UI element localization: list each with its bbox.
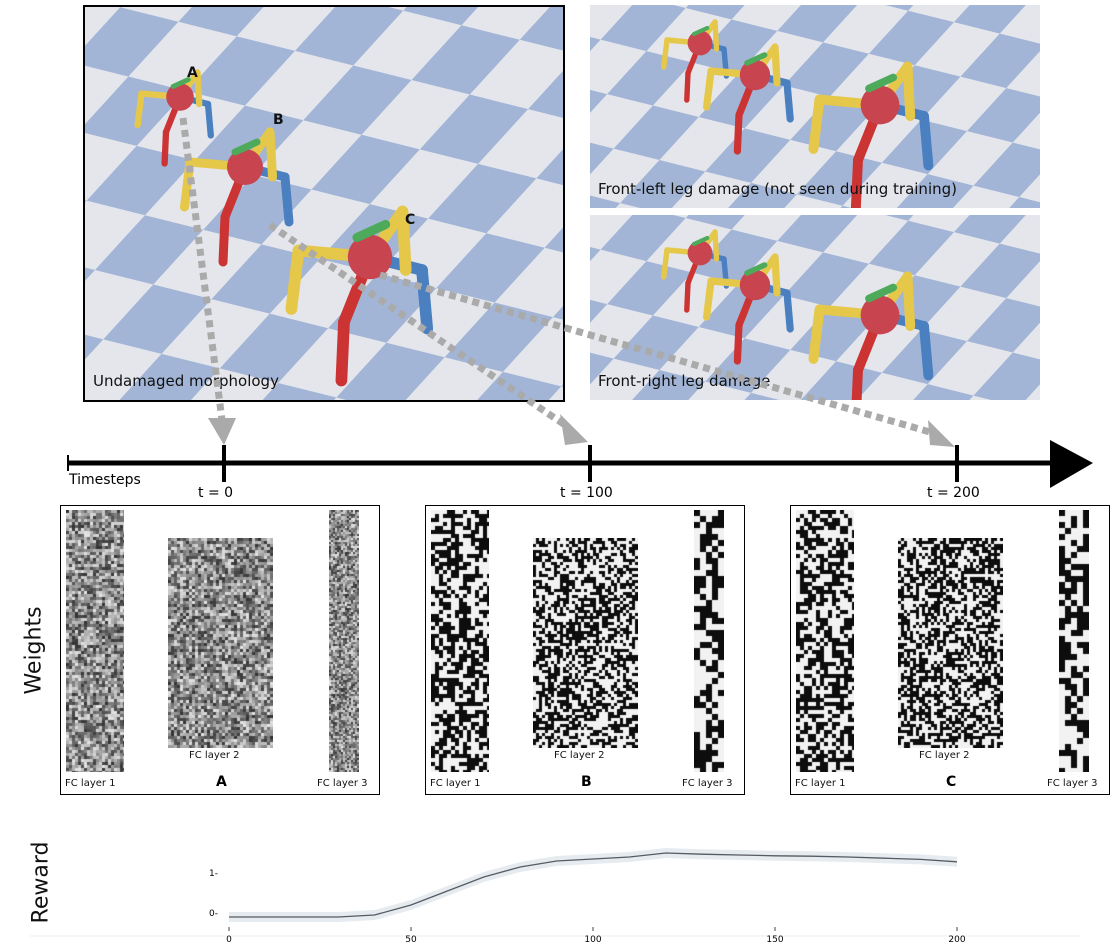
robot-ant-icon xyxy=(180,127,294,267)
tick-label-t100: t = 100 xyxy=(560,485,613,501)
robot-ant-icon xyxy=(660,19,730,103)
panel-letter: B xyxy=(581,774,592,790)
arrow-a-to-t0 xyxy=(179,117,226,421)
weight-matrix-layer-2 xyxy=(533,538,638,748)
scene-front-left-damage: Front-left leg damage (not seen during t… xyxy=(590,5,1040,208)
timeline-arrowhead-icon xyxy=(1050,440,1093,488)
checkerboard-floor xyxy=(85,7,563,400)
layer-2-label: FC layer 2 xyxy=(554,750,605,761)
robot-ant-icon xyxy=(702,43,794,155)
x-tick-label: 150 xyxy=(766,935,783,945)
robot-label-a: A xyxy=(187,65,198,81)
weight-matrix-layer-2 xyxy=(168,538,273,748)
layer-3-label: FC layer 3 xyxy=(682,778,733,789)
tick-label-t0: t = 0 xyxy=(198,485,234,501)
weight-matrix-layer-3 xyxy=(1059,510,1089,772)
scene-label: Front-left leg damage (not seen during t… xyxy=(598,180,957,198)
layer-1-label: FC layer 1 xyxy=(430,778,481,789)
arrowhead-icon xyxy=(560,414,588,445)
weights-panel-c: FC layer 1 FC layer 2 FC layer 3 C xyxy=(790,505,1110,795)
checkerboard-floor xyxy=(590,215,1040,400)
arrowhead-icon xyxy=(928,420,955,447)
layer-1-label: FC layer 1 xyxy=(65,778,116,789)
robot-ant-icon xyxy=(808,61,934,208)
robot-ant-icon xyxy=(660,229,730,313)
scene-label: Undamaged morphology xyxy=(93,372,279,390)
y-tick-label: 0- xyxy=(209,909,218,919)
y-tick-label: 1- xyxy=(209,869,218,879)
x-tick-label: 200 xyxy=(948,935,965,945)
arrow-b-to-t100 xyxy=(268,222,567,428)
scene-undamaged: A B C Undamaged morphology xyxy=(83,5,565,402)
layer-1-label: FC layer 1 xyxy=(795,778,846,789)
robot-ant-icon xyxy=(285,205,434,387)
layer-3-label: FC layer 3 xyxy=(317,778,368,789)
weight-matrix-layer-1 xyxy=(796,510,854,772)
timeline-axis-label: Timesteps xyxy=(69,472,141,488)
panel-letter: C xyxy=(946,774,957,790)
weight-matrix-layer-3 xyxy=(329,510,359,772)
robot-label-c: C xyxy=(405,212,416,228)
weights-panel-a: FC layer 1 FC layer 2 FC layer 3 A xyxy=(60,505,380,795)
weight-matrix-layer-1 xyxy=(66,510,124,772)
layer-2-label: FC layer 2 xyxy=(189,750,240,761)
weight-matrix-layer-3 xyxy=(694,510,724,772)
panel-letter: A xyxy=(216,774,227,790)
checkerboard-floor xyxy=(590,5,1040,208)
layer-2-label: FC layer 2 xyxy=(919,750,970,761)
robot-label-b: B xyxy=(273,112,284,128)
scene-front-right-damage: Front-right leg damage xyxy=(590,215,1040,400)
reward-confidence-band xyxy=(229,848,957,922)
x-tick-label: 100 xyxy=(584,935,601,945)
reward-chart: 0 50 100 150 200 0- 1- xyxy=(30,848,1080,945)
robot-ant-icon xyxy=(808,271,934,400)
x-tick-label: 0 xyxy=(226,935,232,945)
weight-matrix-layer-2 xyxy=(898,538,1003,748)
arrowhead-icon xyxy=(208,418,236,445)
tick-label-t200: t = 200 xyxy=(927,485,980,501)
timeline-diagram xyxy=(67,117,1093,488)
layer-3-label: FC layer 3 xyxy=(1047,778,1098,789)
weights-panel-b: FC layer 1 FC layer 2 FC layer 3 B xyxy=(425,505,745,795)
reward-line xyxy=(229,852,958,918)
robot-ant-icon xyxy=(134,69,214,167)
robot-ant-icon xyxy=(702,253,794,365)
x-tick-label: 50 xyxy=(405,935,417,945)
weights-row-label: Weights xyxy=(21,606,47,695)
weight-matrix-layer-1 xyxy=(431,510,489,772)
